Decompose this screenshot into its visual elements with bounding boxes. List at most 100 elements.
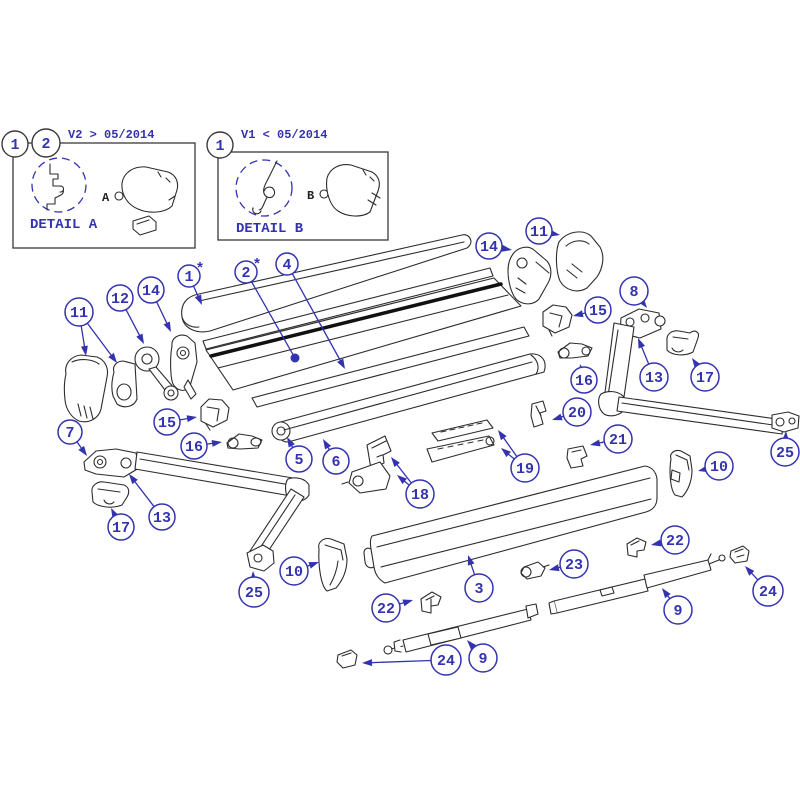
callout-2[interactable]: 2* bbox=[234, 257, 300, 363]
svg-text:6: 6 bbox=[331, 454, 340, 471]
callout-13-right[interactable]: 13 bbox=[638, 338, 669, 392]
part-clip-24-left bbox=[336, 649, 358, 669]
detail-a-zoom-circle bbox=[31, 157, 87, 213]
callout-10-left[interactable]: 10 bbox=[279, 556, 319, 586]
svg-text:5: 5 bbox=[294, 452, 303, 469]
callout-15-left[interactable]: 15 bbox=[153, 408, 197, 436]
callout-20[interactable]: 20 bbox=[552, 397, 592, 427]
svg-text:2: 2 bbox=[41, 136, 50, 153]
callout-22-right[interactable]: 22 bbox=[651, 525, 690, 555]
svg-text:8: 8 bbox=[629, 284, 638, 301]
callout-24-left[interactable]: 24 bbox=[362, 644, 462, 676]
part-lead-rail-cover-left bbox=[91, 481, 130, 508]
callout-12[interactable]: 12 bbox=[106, 284, 144, 344]
part-fixing-plate bbox=[341, 435, 392, 494]
detail-b-version-label: V1 < 05/2014 bbox=[241, 128, 327, 142]
svg-text:24: 24 bbox=[759, 584, 777, 601]
callout-5[interactable]: 5 bbox=[285, 437, 313, 473]
callout-9-right[interactable]: 9 bbox=[662, 588, 693, 625]
callout-9-left[interactable]: 9 bbox=[467, 640, 498, 673]
svg-text:17: 17 bbox=[696, 370, 714, 387]
part-lead-rail-cover-right bbox=[666, 330, 699, 356]
part-end-cap-inner-left bbox=[111, 360, 138, 408]
callout-22-left[interactable]: 22 bbox=[371, 593, 413, 623]
svg-text:16: 16 bbox=[575, 373, 593, 390]
part-bracket-20 bbox=[530, 400, 547, 428]
detail-b-zoom-circle bbox=[235, 159, 293, 217]
svg-text:*: * bbox=[252, 257, 261, 274]
svg-text:12: 12 bbox=[111, 291, 129, 308]
callout-1[interactable]: 1* bbox=[177, 261, 205, 305]
svg-text:14: 14 bbox=[480, 239, 498, 256]
detail-b-ref-letter: B bbox=[307, 189, 314, 203]
part-rafter-left bbox=[383, 603, 539, 655]
callout-14-right[interactable]: 14 bbox=[475, 232, 512, 260]
svg-text:7: 7 bbox=[65, 425, 74, 442]
detail-a-ref-letter: A bbox=[102, 191, 110, 205]
svg-text:23: 23 bbox=[565, 557, 583, 574]
callout-6[interactable]: 6 bbox=[322, 439, 350, 475]
part-rafter-right bbox=[548, 553, 726, 615]
callout-19[interactable]: 19 bbox=[498, 430, 540, 483]
svg-text:21: 21 bbox=[609, 432, 627, 449]
svg-text:22: 22 bbox=[377, 601, 395, 618]
callout-21[interactable]: 21 bbox=[590, 424, 633, 454]
svg-text:*: * bbox=[195, 261, 204, 278]
callout-10-right[interactable]: 10 bbox=[698, 451, 734, 481]
callout-16-right[interactable]: 16 bbox=[570, 364, 598, 394]
part-arm-left bbox=[83, 448, 310, 572]
callout-25-right[interactable]: 25 bbox=[770, 431, 800, 467]
callout-17-left[interactable]: 17 bbox=[107, 508, 135, 541]
svg-text:11: 11 bbox=[70, 305, 88, 322]
callout-24-right[interactable]: 24 bbox=[745, 566, 784, 607]
callout-15-right[interactable]: 15 bbox=[573, 296, 612, 324]
svg-text:25: 25 bbox=[245, 585, 263, 602]
svg-text:3: 3 bbox=[474, 581, 483, 598]
callout-11-left[interactable]: 11 bbox=[64, 297, 117, 363]
part-roller-23 bbox=[520, 561, 550, 580]
callout-3[interactable]: 3 bbox=[464, 555, 494, 603]
svg-text:15: 15 bbox=[158, 415, 176, 432]
callout-14-left[interactable]: 14 bbox=[137, 276, 171, 332]
profile-cross-section-a-icon bbox=[46, 163, 65, 211]
svg-text:10: 10 bbox=[285, 564, 303, 581]
svg-text:24: 24 bbox=[437, 653, 455, 670]
badge-a-1[interactable]: 1 bbox=[1, 130, 29, 158]
detail-a-version-label: V2 > 05/2014 bbox=[68, 128, 154, 142]
svg-text:22: 22 bbox=[666, 533, 684, 550]
svg-text:15: 15 bbox=[589, 303, 607, 320]
svg-text:17: 17 bbox=[112, 520, 130, 537]
svg-text:10: 10 bbox=[710, 459, 728, 476]
detail-a-box: V2 > 05/2014 DETAIL A A bbox=[12, 128, 196, 249]
callout-13-left[interactable]: 13 bbox=[129, 474, 176, 531]
callout-25-left[interactable]: 25 bbox=[238, 571, 270, 608]
svg-text:20: 20 bbox=[568, 405, 586, 422]
svg-text:1: 1 bbox=[10, 137, 19, 154]
part-support-bracket-left bbox=[200, 398, 230, 431]
part-corner-cover-left bbox=[318, 538, 348, 592]
part-end-cap-right bbox=[555, 231, 604, 292]
badge-a-2[interactable]: 2 bbox=[31, 128, 61, 158]
part-cassette-back-profile bbox=[202, 267, 522, 391]
svg-text:9: 9 bbox=[478, 651, 487, 668]
callout-8[interactable]: 8 bbox=[619, 276, 649, 308]
callout-18[interactable]: 18 bbox=[391, 457, 435, 509]
svg-text:19: 19 bbox=[516, 461, 534, 478]
end-cap-a-icon bbox=[114, 166, 179, 236]
callout-7[interactable]: 7 bbox=[57, 419, 87, 456]
detail-b-box: V1 < 05/2014 DETAIL B B bbox=[217, 128, 389, 241]
svg-text:16: 16 bbox=[185, 439, 203, 456]
part-clip-22-right bbox=[626, 537, 647, 558]
badge-b-1[interactable]: 1 bbox=[206, 131, 234, 159]
svg-text:14: 14 bbox=[142, 283, 160, 300]
part-cassette-strip bbox=[251, 326, 530, 408]
callout-17-right[interactable]: 17 bbox=[690, 358, 720, 392]
svg-text:13: 13 bbox=[153, 510, 171, 527]
callout-4[interactable]: 4 bbox=[275, 252, 345, 369]
callout-16-left[interactable]: 16 bbox=[180, 432, 222, 460]
part-gear-unit bbox=[134, 346, 179, 401]
end-cap-b-icon bbox=[319, 164, 381, 217]
callout-23[interactable]: 23 bbox=[549, 549, 589, 579]
callout-11-right[interactable]: 11 bbox=[525, 217, 560, 245]
